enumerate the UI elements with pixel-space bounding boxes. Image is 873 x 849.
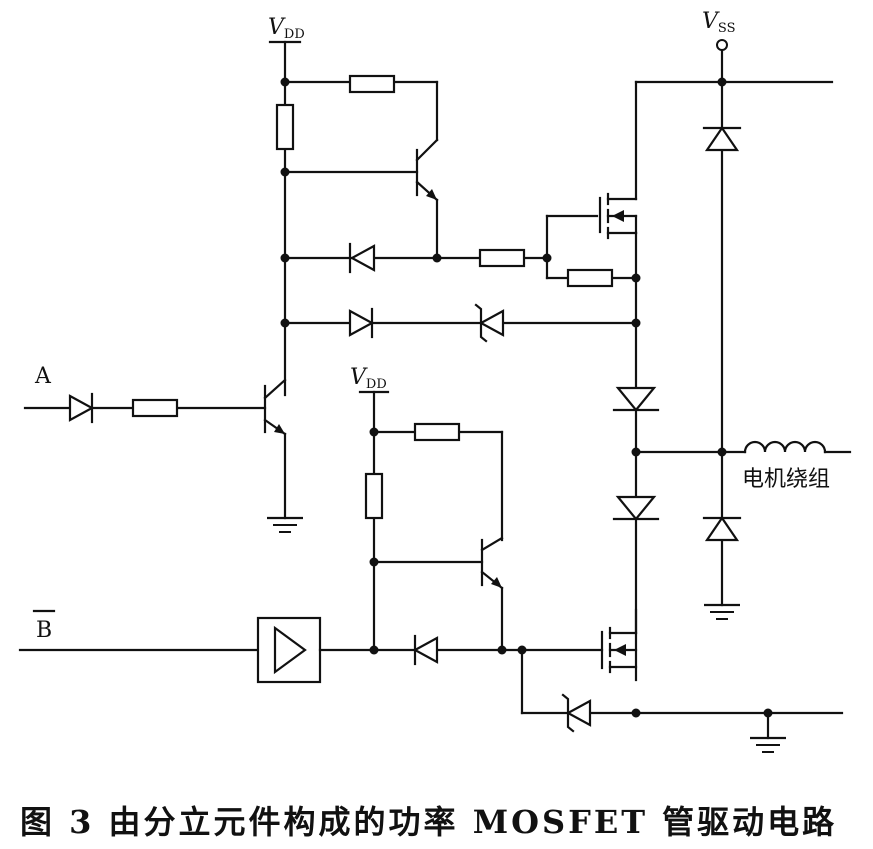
ground-input-a: [265, 516, 305, 534]
motor-winding-label: 电机绕组: [742, 467, 830, 492]
zener-lower: [561, 693, 592, 733]
diode-upper-1: [348, 242, 376, 274]
resistor-gate-upper: [478, 248, 526, 268]
input-b-label: B: [36, 618, 52, 643]
vdd-mid-label: VDD: [350, 365, 387, 392]
transistor-upper-pnp: [283, 138, 439, 260]
zener-upper: [474, 303, 505, 343]
diode-input-a: [68, 392, 95, 424]
ground-main: [748, 736, 788, 754]
ground-vss: [702, 603, 742, 621]
motor-winding-coil: [743, 440, 827, 454]
resistor-top-feedback: [348, 74, 396, 94]
resistor-gate-source-upper: [566, 268, 614, 288]
buffer-amplifier: [256, 616, 322, 684]
vdd-top-label: VDD: [268, 15, 305, 42]
resistor-lower-bias: [364, 472, 384, 520]
resistor-lower-feedback: [413, 422, 461, 442]
resistor-input-a: [131, 398, 179, 418]
figure-caption: 图 3 由分立元件构成的功率 MOSFET 管驱动电路: [20, 803, 837, 841]
diode-lower-1: [412, 634, 439, 666]
transistor-lower-pnp: [372, 536, 504, 652]
vss-label: VSS: [702, 9, 735, 36]
diode-output-upper: [612, 386, 660, 412]
vdd-top-rail: [268, 40, 302, 84]
vdd-mid-rail: [358, 390, 390, 434]
junction-dots: [280, 77, 773, 718]
resistor-top-bias: [275, 103, 295, 151]
vss-terminal: [716, 39, 728, 84]
diode-vss-lower: [702, 516, 742, 542]
diode-clamp: [348, 307, 375, 339]
diode-output-lower: [612, 495, 660, 521]
diode-vss-upper: [702, 126, 742, 152]
mosfet-lower: [600, 608, 638, 674]
transistor-input-npn: [263, 378, 287, 520]
mosfet-upper: [598, 192, 638, 240]
input-a-label: A: [34, 364, 52, 389]
